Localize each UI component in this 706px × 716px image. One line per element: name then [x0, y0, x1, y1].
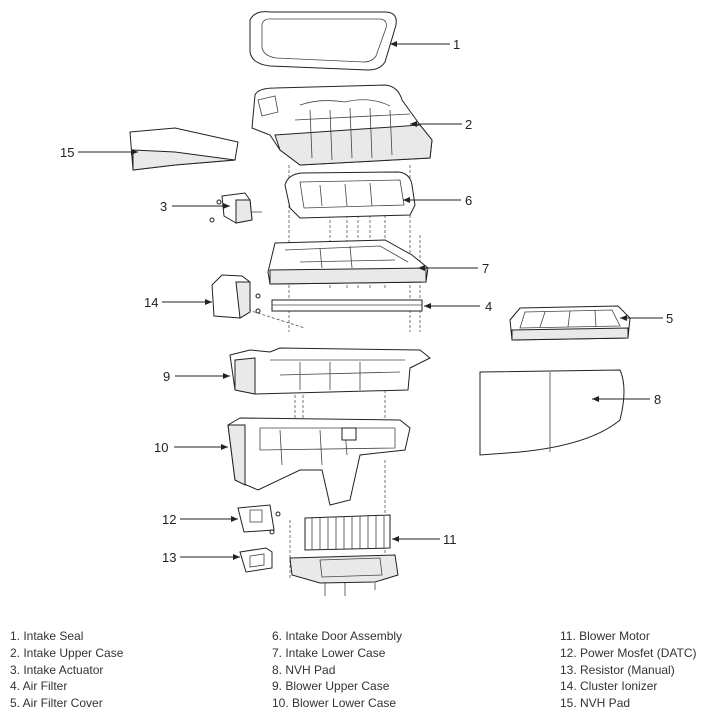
legend-column-1: 1. Intake Seal 2. Intake Upper Case 3. I…	[10, 628, 123, 712]
callout-numbers: 1 2 3 4 5 6 7 8 9 10 11 12 13 14 15	[60, 37, 673, 565]
legend-column-2: 6. Intake Door Assembly 7. Intake Lower …	[272, 628, 402, 712]
intake-upper-case	[251, 84, 433, 166]
legend-item: 8. NVH Pad	[272, 662, 336, 677]
nvh-pad-15	[129, 127, 239, 171]
legend-item: 11. Blower Motor	[560, 629, 650, 643]
legend-item: 3. Intake Actuator	[10, 662, 104, 677]
intake-actuator	[209, 192, 262, 224]
air-filter	[271, 299, 423, 312]
callout-11: 11	[443, 532, 457, 547]
callout-5: 5	[666, 311, 673, 326]
resistor	[239, 547, 273, 573]
intake-seal	[249, 11, 397, 71]
legend-item: 13. Resistor (Manual)	[560, 662, 675, 677]
callout-4: 4	[485, 299, 492, 314]
callout-13: 13	[162, 550, 176, 565]
legend-item: 2. Intake Upper Case	[10, 645, 124, 660]
legend-item: 1. Intake Seal	[10, 629, 84, 643]
callout-7: 7	[482, 261, 489, 276]
callout-9: 9	[163, 369, 170, 384]
legend-item: 4. Air Filter	[10, 679, 68, 694]
exploded-parts-diagram: 1 2 3 4 5 6 7 8 9 10 11 12 13 14 15	[60, 11, 673, 596]
callout-8: 8	[654, 392, 661, 407]
legend-item: 7. Intake Lower Case	[272, 645, 386, 660]
intake-door-assembly	[284, 171, 416, 219]
legend-item: 6. Intake Door Assembly	[272, 629, 403, 643]
callout-2: 2	[465, 117, 472, 132]
blower-motor	[289, 514, 399, 596]
intake-lower-case	[267, 239, 429, 285]
callout-1: 1	[453, 37, 460, 52]
callout-3: 3	[160, 199, 167, 214]
callout-12: 12	[162, 512, 176, 527]
legend-item: 10. Blower Lower Case	[272, 696, 397, 711]
callout-14: 14	[144, 295, 158, 310]
legend-item: 12. Power Mosfet (DATC)	[560, 645, 697, 660]
callout-15: 15	[60, 145, 74, 160]
callout-leaders	[78, 41, 663, 560]
legend-item: 5. Air Filter Cover	[10, 696, 103, 711]
callout-6: 6	[465, 193, 472, 208]
nvh-pad-8	[479, 369, 625, 456]
blower-upper-case	[229, 347, 431, 395]
legend-item: 14. Cluster Ionizer	[560, 679, 658, 694]
callout-10: 10	[154, 440, 168, 455]
cluster-ionizer	[211, 274, 261, 319]
legend-item: 9. Blower Upper Case	[272, 679, 390, 694]
legend-item: 15. NVH Pad	[560, 696, 631, 711]
air-filter-cover	[509, 305, 631, 341]
power-mosfet	[237, 504, 281, 535]
blower-lower-case	[227, 417, 411, 506]
parts-legend: 1. Intake Seal 2. Intake Upper Case 3. I…	[0, 628, 706, 716]
legend-column-3: 11. Blower Motor 12. Power Mosfet (DATC)…	[560, 628, 696, 712]
